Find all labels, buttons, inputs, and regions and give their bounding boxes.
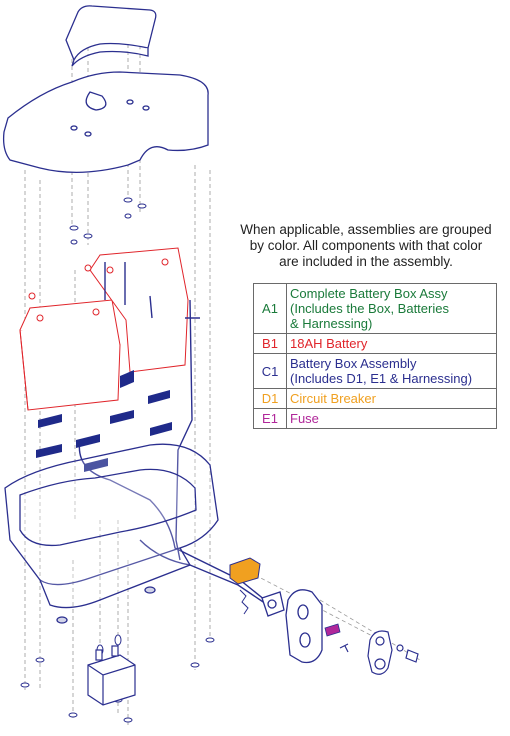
- battery-box-cover: [2, 71, 209, 173]
- note-line: are included in the assembly.: [279, 254, 453, 269]
- legend-code: D1: [253, 388, 287, 409]
- legend-line: Complete Battery Box Assy: [290, 286, 448, 301]
- cable-tie: [239, 589, 249, 615]
- battery-pads: [36, 370, 172, 472]
- legend-line: Battery Box Assembly: [290, 356, 417, 371]
- legend-code: C1: [253, 353, 287, 389]
- side-connector-plate: [261, 589, 323, 664]
- legend-line: (Includes the Box, Batteries: [290, 301, 449, 316]
- legend-description: Fuse: [286, 408, 497, 429]
- legend-line: (Includes D1, E1 & Harnessing): [290, 371, 473, 386]
- legend-description: Complete Battery Box Assy (Includes the …: [286, 283, 497, 334]
- legend-code: A1: [253, 283, 287, 334]
- note-line: by color. All components with that color: [249, 238, 483, 253]
- batteries-18ah: [19, 247, 189, 411]
- legend-row-c1: C1 Battery Box Assembly (Includes D1, E1…: [253, 353, 497, 389]
- legend-line: Fuse: [290, 411, 319, 426]
- connector-block: [87, 645, 136, 706]
- release-arm: [339, 630, 419, 675]
- circuit-breaker-part: [229, 557, 261, 585]
- legend-description: 18AH Battery: [286, 333, 497, 354]
- legend-row-b1: B1 18AH Battery: [253, 333, 497, 354]
- legend-line: 18AH Battery: [290, 336, 368, 351]
- legend-line: & Harnessing): [290, 316, 373, 331]
- legend-row-d1: D1 Circuit Breaker: [253, 388, 497, 409]
- legend-row-a1: A1 Complete Battery Box Assy (Includes t…: [253, 283, 497, 334]
- legend-row-e1: E1 Fuse: [253, 408, 497, 429]
- assembly-legend-table: A1 Complete Battery Box Assy (Includes t…: [253, 283, 497, 429]
- legend-line: Circuit Breaker: [290, 391, 376, 406]
- note-line: When applicable, assemblies are grouped: [240, 222, 492, 237]
- legend-code: B1: [253, 333, 287, 354]
- legend-code: E1: [253, 408, 287, 429]
- fuse-part: [324, 623, 341, 637]
- battery-box-lid-top: [65, 5, 157, 67]
- color-grouping-note: When applicable, assemblies are grouped …: [228, 222, 504, 270]
- legend-description: Circuit Breaker: [286, 388, 497, 409]
- battery-box-tray: [4, 443, 219, 624]
- legend-description: Battery Box Assembly (Includes D1, E1 & …: [286, 353, 497, 389]
